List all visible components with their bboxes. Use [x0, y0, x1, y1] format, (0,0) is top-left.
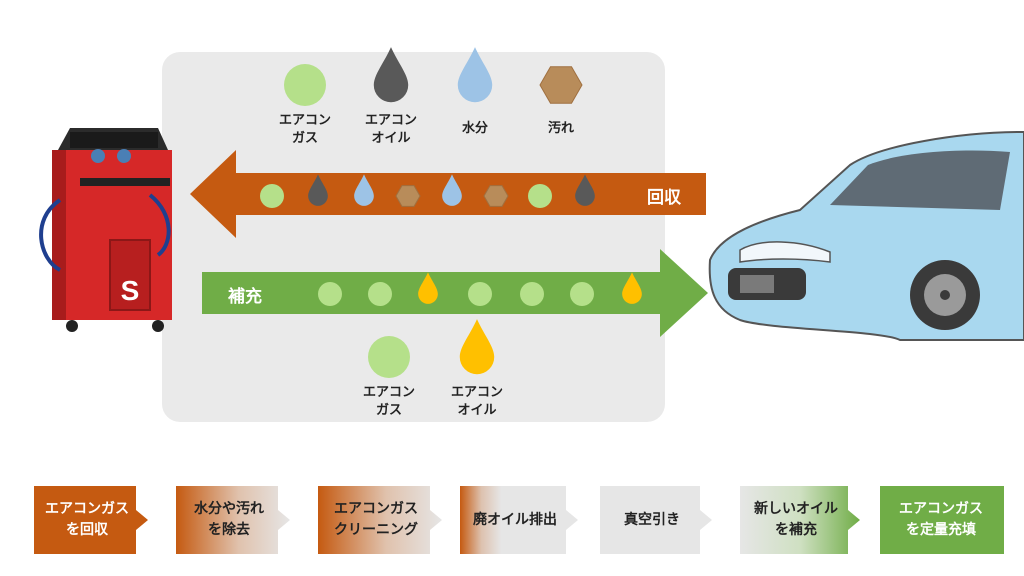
recover-item-drop-blue-icon [354, 174, 374, 206]
ac-service-machine: S [39, 128, 172, 332]
recharge-arrow [202, 249, 708, 337]
legend-gas-label: エアコン ガス [278, 113, 331, 146]
step-5: 真空引き [624, 511, 680, 528]
step-2: 水分や汚れ を除去 [194, 501, 264, 538]
recharge-item-circle-icon [468, 282, 492, 306]
step-7: エアコンガス を定量充填 [899, 501, 983, 538]
car-illustration [708, 130, 1024, 341]
recover-label: 回収 [647, 188, 681, 208]
step-4-shape [460, 486, 578, 554]
legend-drop-icon [457, 47, 493, 103]
recharge-item-drop-yellow-icon [622, 272, 642, 304]
legend-dirt-label: 汚れ [547, 121, 574, 136]
recover-arrow-items [260, 174, 595, 208]
legend-oil-label: エアコン オイル [364, 113, 417, 146]
recharge-item-circle-icon [318, 282, 342, 306]
process-steps [34, 486, 1004, 554]
legend-bottom-icons [368, 319, 495, 378]
legend-water-label: 水分 [461, 121, 488, 136]
legend-bottom-drop-icon [459, 319, 495, 375]
legend-hexagon-icon [539, 66, 583, 104]
recover-item-drop-gray-icon [308, 174, 328, 206]
recover-item-drop-gray-icon [575, 174, 595, 206]
recover-item-hexagon-icon [395, 185, 421, 207]
recharge-item-drop-yellow-icon [418, 272, 438, 304]
step-7-shape [880, 486, 1004, 554]
step-3: エアコンガス クリーニング [334, 501, 418, 538]
recover-item-hexagon-icon [483, 185, 509, 207]
recover-item-drop-blue-icon [442, 174, 462, 206]
legend-drop-icon [373, 47, 409, 103]
recharge-item-circle-icon [520, 282, 544, 306]
step-5-shape [600, 486, 712, 554]
step-4: 廃オイル排出 [473, 511, 557, 528]
step-1-shape [34, 486, 148, 554]
step-1: エアコンガス を回収 [45, 501, 129, 538]
svg-text:S: S [121, 275, 140, 306]
step-3-shape [318, 486, 442, 554]
step-2-shape [176, 486, 290, 554]
step-6-shape [740, 486, 860, 554]
legend-new-gas-label: エアコン ガス [362, 385, 415, 418]
legend-top-icons [284, 47, 583, 106]
step-6: 新しいオイル を補充 [754, 501, 838, 538]
legend-circle-icon [284, 64, 326, 106]
recover-item-circle-icon [528, 184, 552, 208]
recharge-item-circle-icon [368, 282, 392, 306]
recharge-arrow-items [318, 272, 642, 306]
recharge-label: 補充 [228, 287, 262, 307]
recover-item-circle-icon [260, 184, 284, 208]
process-panel [162, 52, 665, 422]
legend-bottom-circle-icon [368, 336, 410, 378]
legend-new-oil-label: エアコン オイル [450, 385, 503, 418]
recharge-item-circle-icon [570, 282, 594, 306]
